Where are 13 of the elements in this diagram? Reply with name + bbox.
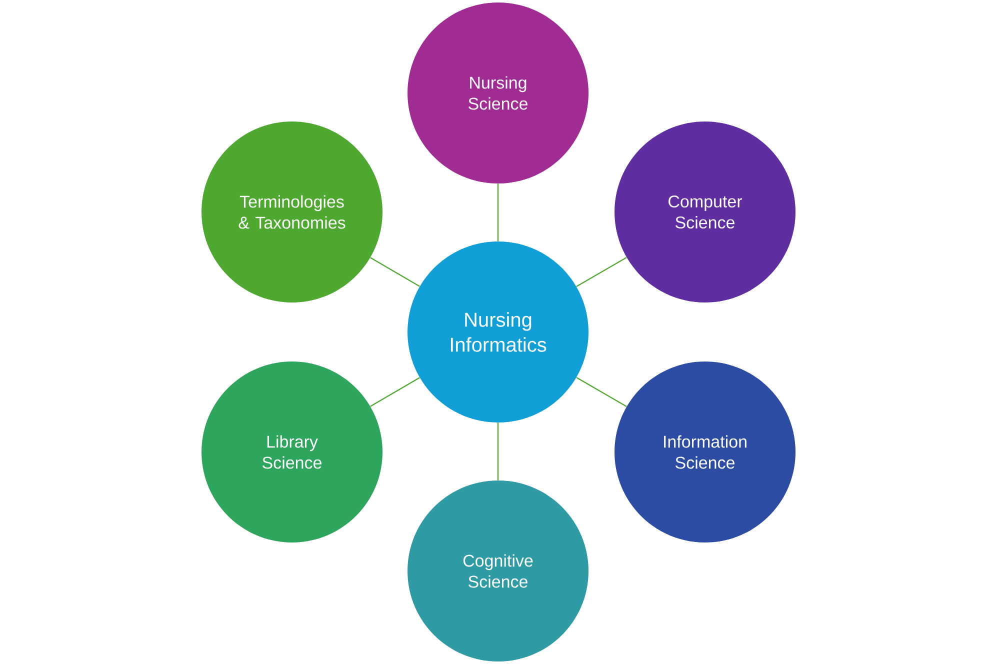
circle-node: Nursing Science bbox=[408, 2, 588, 184]
connector-line bbox=[576, 376, 627, 408]
circle-node: Information Science bbox=[614, 362, 796, 542]
connector-line bbox=[370, 377, 420, 407]
circle-node: Terminologies & Taxonomies bbox=[202, 122, 382, 302]
connector-line bbox=[497, 422, 499, 480]
circle-node: Library Science bbox=[202, 362, 382, 542]
connector-line bbox=[497, 184, 499, 242]
circle-node: Computer Science bbox=[614, 122, 796, 302]
circle-node: Cognitive Science bbox=[408, 480, 588, 662]
connector-line bbox=[576, 256, 627, 288]
connector-line bbox=[370, 257, 420, 287]
circle-node: Nursing Informatics bbox=[408, 242, 588, 422]
